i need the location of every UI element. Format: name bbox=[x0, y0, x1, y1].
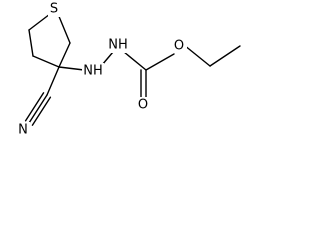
bond-s-c5 bbox=[28, 13, 51, 31]
bond-nitrile-2 bbox=[24, 92, 45, 122]
bond-carbonyl-oester bbox=[145, 53, 175, 71]
bond-oester-ch2 bbox=[183, 44, 211, 67]
bond-nh2-carbonyl bbox=[123, 51, 147, 71]
ester-o-label: O bbox=[174, 39, 184, 54]
bond-c4-c3 bbox=[32, 55, 60, 68]
bond-c3-nh1 bbox=[58, 66, 85, 71]
carbonyl-o-label: O bbox=[138, 98, 148, 113]
bond-nitrile-3 bbox=[31, 96, 52, 126]
bond-c2-s bbox=[57, 13, 71, 44]
sulfur-atom-label: S bbox=[50, 2, 58, 17]
nitrile-n-label: N bbox=[18, 123, 28, 138]
bond-c3-cnitrile bbox=[46, 66, 60, 96]
bond-c5-c4 bbox=[28, 29, 34, 57]
hydrazine-n2-label: NH bbox=[108, 38, 128, 53]
bond-nitrile-1 bbox=[28, 94, 48, 124]
structure-diagram: S NH NH N O O bbox=[18, 1, 241, 138]
hydrazine-n1-label: NH bbox=[83, 64, 103, 79]
bond-nh1-nh2 bbox=[101, 51, 114, 66]
bond-ch2-ch3 bbox=[209, 45, 241, 67]
bond-c3-c2 bbox=[58, 42, 71, 68]
